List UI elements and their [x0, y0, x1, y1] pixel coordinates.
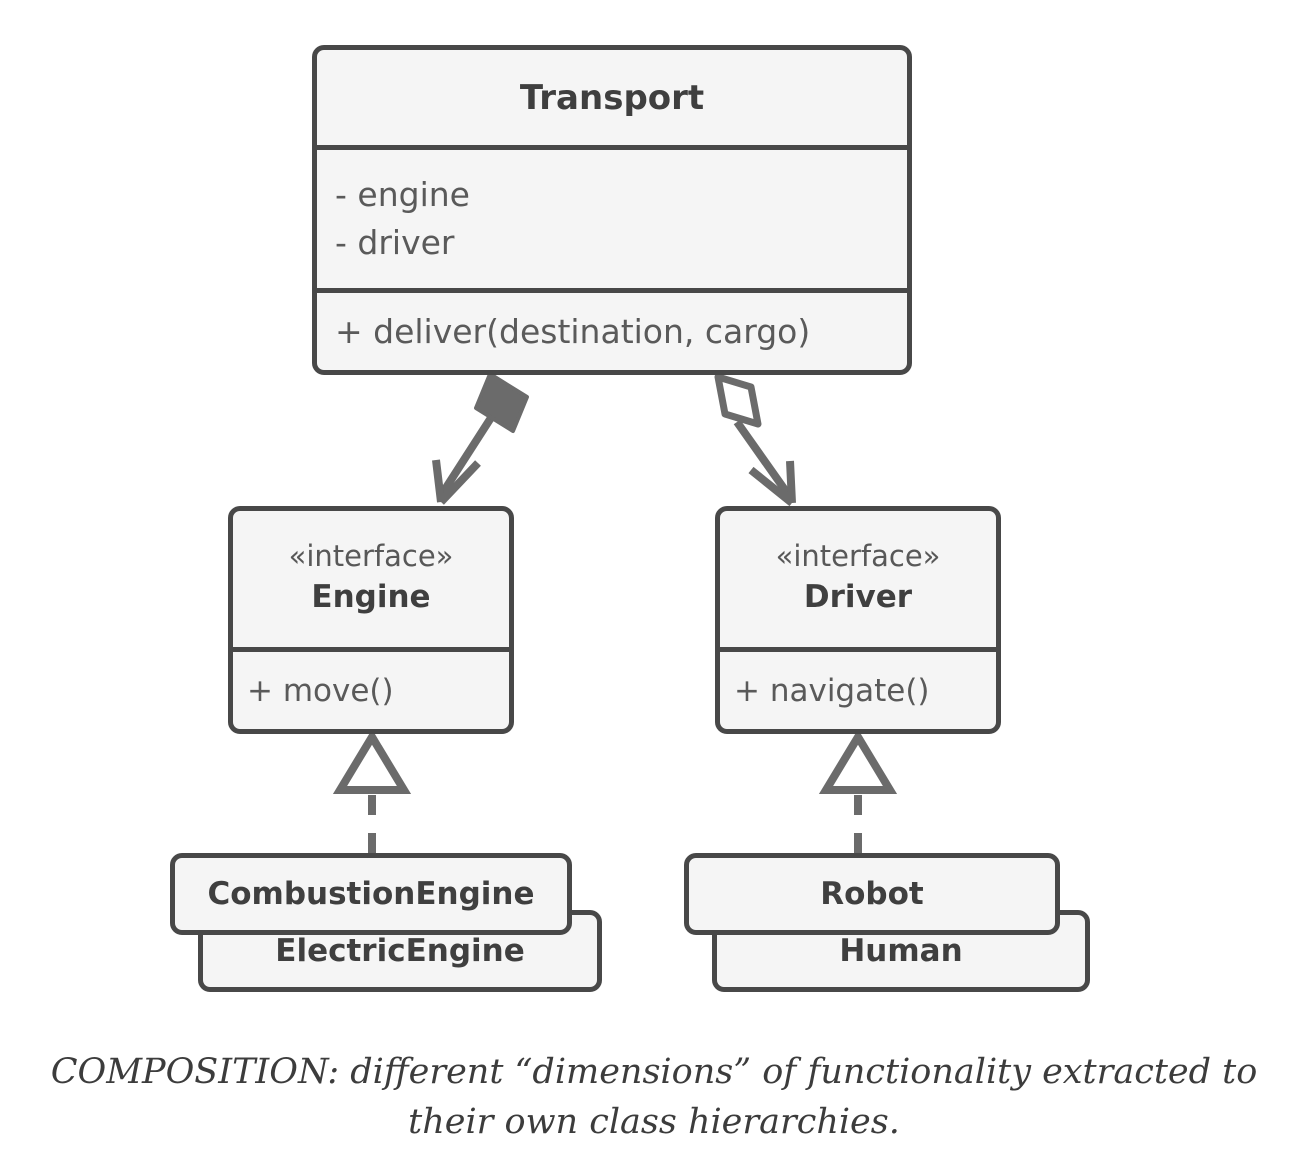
- interface-node-driver[interactable]: «interface» Driver + navigate(): [715, 506, 1001, 734]
- edge-transport-engine-composition: [432, 372, 529, 505]
- class-name-compartment: «interface» Engine: [233, 511, 509, 647]
- hollow-diamond-icon: [714, 373, 762, 428]
- class-name-label: Transport: [519, 77, 705, 118]
- open-arrow-icon: [432, 459, 481, 505]
- operations-compartment: + navigate(): [720, 647, 996, 729]
- hollow-triangle-icon: [332, 729, 412, 794]
- class-name-label: ElectricEngine: [275, 933, 525, 969]
- stereotype-label: «interface»: [775, 539, 941, 573]
- attribute-item: - engine: [335, 175, 470, 215]
- stereotype-label: «interface»: [288, 539, 454, 573]
- edge-combustion-engine-realization: [332, 729, 412, 853]
- edge-transport-driver-aggregation: [714, 373, 796, 507]
- class-name-compartment: «interface» Driver: [720, 511, 996, 647]
- attributes-compartment: - engine - driver: [317, 145, 907, 288]
- class-name-compartment: Transport: [317, 50, 907, 145]
- attribute-item: - driver: [335, 223, 455, 262]
- class-node-transport[interactable]: Transport - engine - driver + deliver(de…: [312, 45, 912, 375]
- diagram-caption: COMPOSITION: different “dimensions” of f…: [50, 1048, 1258, 1147]
- open-arrow-icon: [748, 460, 796, 507]
- interface-node-engine[interactable]: «interface» Engine + move(): [228, 506, 514, 734]
- filled-diamond-icon: [474, 372, 529, 433]
- class-name-label: CombustionEngine: [207, 876, 535, 912]
- operations-compartment: + deliver(destination, cargo): [317, 288, 907, 370]
- caption-line-2: own class hierarchies.: [504, 1101, 900, 1142]
- class-name-label: Human: [839, 933, 963, 969]
- class-name-label: Engine: [311, 579, 431, 615]
- caption-line-1: COMPOSITION: different “dimensions” of f…: [50, 1052, 1258, 1142]
- class-name-label: Driver: [803, 579, 913, 615]
- operation-item: + navigate(): [734, 672, 930, 709]
- operation-item: + deliver(destination, cargo): [335, 312, 811, 351]
- operations-compartment: + move(): [233, 647, 509, 729]
- operation-item: + move(): [247, 672, 394, 709]
- edge-robot-driver-realization: [818, 729, 898, 853]
- hollow-triangle-icon: [818, 729, 898, 794]
- class-node-robot[interactable]: Robot: [684, 853, 1060, 935]
- class-name-label: Robot: [820, 876, 924, 912]
- class-node-combustion-engine[interactable]: CombustionEngine: [170, 853, 572, 935]
